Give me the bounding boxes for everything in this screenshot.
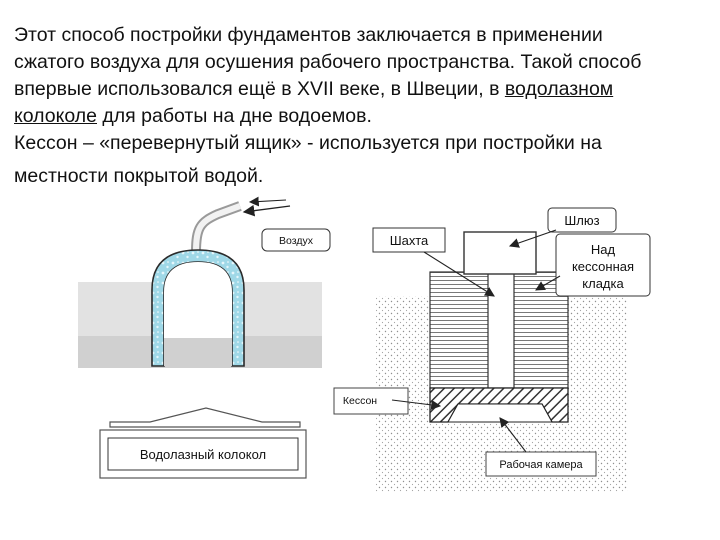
bell-water-level xyxy=(164,338,232,366)
caisson-label: Кессон xyxy=(343,395,377,407)
air-lock xyxy=(463,231,537,275)
working-chamber xyxy=(447,403,553,423)
diving-bell-diagram: Воздух Водолазный колокол xyxy=(78,196,331,479)
description-text: Этот способ постройки фундаментов заключ… xyxy=(14,22,714,190)
masonry-label-line1: Над xyxy=(591,242,616,257)
bell-label-box xyxy=(107,437,299,471)
text-line: Кессон – «перевернутый ящик» - используе… xyxy=(14,132,602,154)
masonry-label-line2: кессонная xyxy=(572,259,634,274)
bell-air-space xyxy=(164,262,232,338)
text-line: впервые использовался ещё в XVII веке, в… xyxy=(14,76,714,103)
text-segment: для работы на дне водоемов. xyxy=(97,105,372,127)
masonry-label-box xyxy=(555,233,651,297)
lock-pointer xyxy=(508,229,557,248)
shaft xyxy=(487,271,515,389)
text-line: местности покрытой водой. xyxy=(14,165,264,187)
bell-up-arrow xyxy=(109,407,301,428)
lock-label-box xyxy=(547,207,617,233)
chamber-label-box xyxy=(485,451,597,477)
masonry-label-line3: кладка xyxy=(582,276,624,291)
air-label-box xyxy=(261,228,331,252)
air-label: Воздух xyxy=(279,235,314,247)
diving-bell-link-cont[interactable]: колоколе xyxy=(14,105,97,127)
caisson-pointer xyxy=(391,399,442,410)
bell-label: Водолазный колокол xyxy=(140,447,266,462)
diving-bell-link[interactable]: водолазном xyxy=(504,78,614,100)
text-line: сжатого воздуха для осушения рабочего пр… xyxy=(14,51,642,73)
chamber-pointer xyxy=(499,417,527,453)
caisson-label-box xyxy=(333,387,409,415)
chamber-label: Рабочая камера xyxy=(499,459,583,471)
text-line: колоколе для работы на дне водоемов. xyxy=(14,103,714,130)
text-segment: впервые использовался ещё в XVII веке, в… xyxy=(14,78,505,100)
air-hose-inner xyxy=(193,203,242,253)
air-arrow xyxy=(242,204,291,217)
caisson-diagram: Шлюз Шахта Над кессонная кладка Кессон Р… xyxy=(333,207,651,492)
masonry-pointer xyxy=(535,275,561,291)
lock-label: Шлюз xyxy=(564,213,599,228)
air-arrow xyxy=(248,196,287,207)
shaft-label-box xyxy=(372,227,446,253)
shaft-label: Шахта xyxy=(390,233,429,248)
text-line: Этот способ постройки фундаментов заключ… xyxy=(14,24,603,46)
shaft-pointer xyxy=(423,251,495,297)
